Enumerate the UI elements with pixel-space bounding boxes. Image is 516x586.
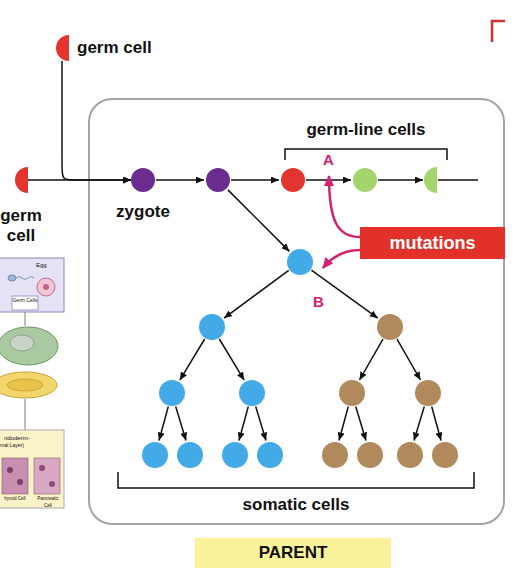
- cell-circle: [357, 442, 383, 468]
- node-outline: [55, 35, 69, 61]
- illustration-label: rnal Layer): [0, 442, 50, 449]
- cell-circle: [432, 442, 458, 468]
- mutations-box: mutations: [360, 227, 505, 259]
- illustration-label: Germ Cells: [12, 297, 38, 304]
- mutation-arrow: [323, 250, 360, 268]
- illustration-label: Pancreatic Cell: [33, 496, 63, 509]
- arrow: [180, 339, 205, 380]
- arrow: [219, 339, 244, 380]
- embryo-shape: [0, 327, 58, 365]
- arrow: [432, 407, 441, 441]
- half-cell: [424, 167, 437, 193]
- egg-nucleus: [43, 284, 49, 290]
- arrow: [397, 339, 421, 380]
- node-outline: [14, 167, 28, 193]
- cell-circle: [377, 314, 403, 340]
- arrow: [339, 407, 348, 441]
- sperm-shape: [8, 275, 16, 281]
- cell-detail: [49, 481, 55, 487]
- cell-detail: [7, 467, 13, 473]
- cell-circle: [206, 168, 230, 192]
- illustration-line: [25, 399, 26, 430]
- arrow: [224, 270, 289, 318]
- connector-arrow: [28, 179, 131, 181]
- cell-circle: [353, 168, 377, 192]
- germ-layer-shape: [0, 372, 57, 398]
- illustration-label: ndoderm-: [4, 434, 54, 442]
- illustration-line: [25, 312, 26, 326]
- thyroid-cell-image: [2, 458, 28, 494]
- mutation-letter: B: [313, 293, 327, 310]
- node-label: germ cell: [0, 206, 44, 246]
- illustration-label: hyroid Cell: [2, 496, 28, 503]
- arrow: [159, 407, 168, 441]
- illustration-label: Egg: [36, 261, 56, 269]
- arrow: [311, 270, 377, 318]
- germ-cell: germ cell: [55, 35, 69, 61]
- line-out: [438, 179, 478, 181]
- cell-circle: [415, 380, 441, 406]
- node-label: PARENT: [195, 538, 391, 568]
- arrow: [156, 179, 204, 181]
- node-label: germ cell: [77, 38, 152, 58]
- parent-box: PARENTzygotemutations: [88, 98, 505, 525]
- embryo-shape: [10, 335, 34, 351]
- cell-circle: [177, 442, 203, 468]
- germ-layer-shape: [7, 379, 43, 391]
- zygote-circle: zygote: [131, 168, 155, 192]
- cell-detail: [17, 479, 23, 485]
- cell-circle: [287, 249, 313, 275]
- mutation-arrow: [329, 176, 360, 237]
- germ-cells-box: [12, 296, 38, 310]
- cell-circle: [199, 314, 225, 340]
- cell-circle: [142, 442, 168, 468]
- group-label: germ-line cells: [286, 120, 446, 139]
- cell-circle: [159, 380, 185, 406]
- cell-detail: [39, 465, 45, 471]
- sperm-tail: [16, 277, 34, 280]
- arrow: [256, 407, 266, 441]
- corner-mark: [492, 21, 505, 42]
- germ-cell: germ cell: [14, 167, 28, 193]
- cell-circle: [239, 380, 265, 406]
- endoderm-panel: [0, 430, 64, 508]
- germ-cell-panel: [0, 258, 64, 312]
- connector-arrow: [62, 61, 131, 180]
- arrow: [176, 407, 186, 441]
- half-cell: [56, 35, 69, 61]
- cell-circle: [222, 442, 248, 468]
- cell-circle: [397, 442, 423, 468]
- node-label: mutations: [360, 227, 505, 259]
- pancreatic-cell-image: [34, 458, 60, 494]
- group-label: somatic cells: [196, 495, 396, 514]
- cell-circle: [281, 168, 305, 192]
- half-cell: [15, 167, 28, 193]
- arrow: [356, 407, 366, 441]
- bracket: [118, 472, 474, 488]
- node-label: zygote: [111, 202, 175, 222]
- cell-circle: [131, 168, 155, 192]
- egg-shape: [37, 278, 55, 296]
- mutation-letter: A: [323, 151, 337, 168]
- node-outline: [131, 168, 155, 192]
- bracket: [285, 149, 447, 160]
- arrow: [228, 190, 290, 252]
- arrow: [414, 407, 424, 441]
- cell-circle: [339, 380, 365, 406]
- cell-circle: [322, 442, 348, 468]
- arrow: [360, 339, 384, 380]
- arrow: [239, 407, 248, 441]
- arrow: [231, 179, 279, 181]
- arrow: [378, 179, 423, 181]
- cell-circle: [257, 442, 283, 468]
